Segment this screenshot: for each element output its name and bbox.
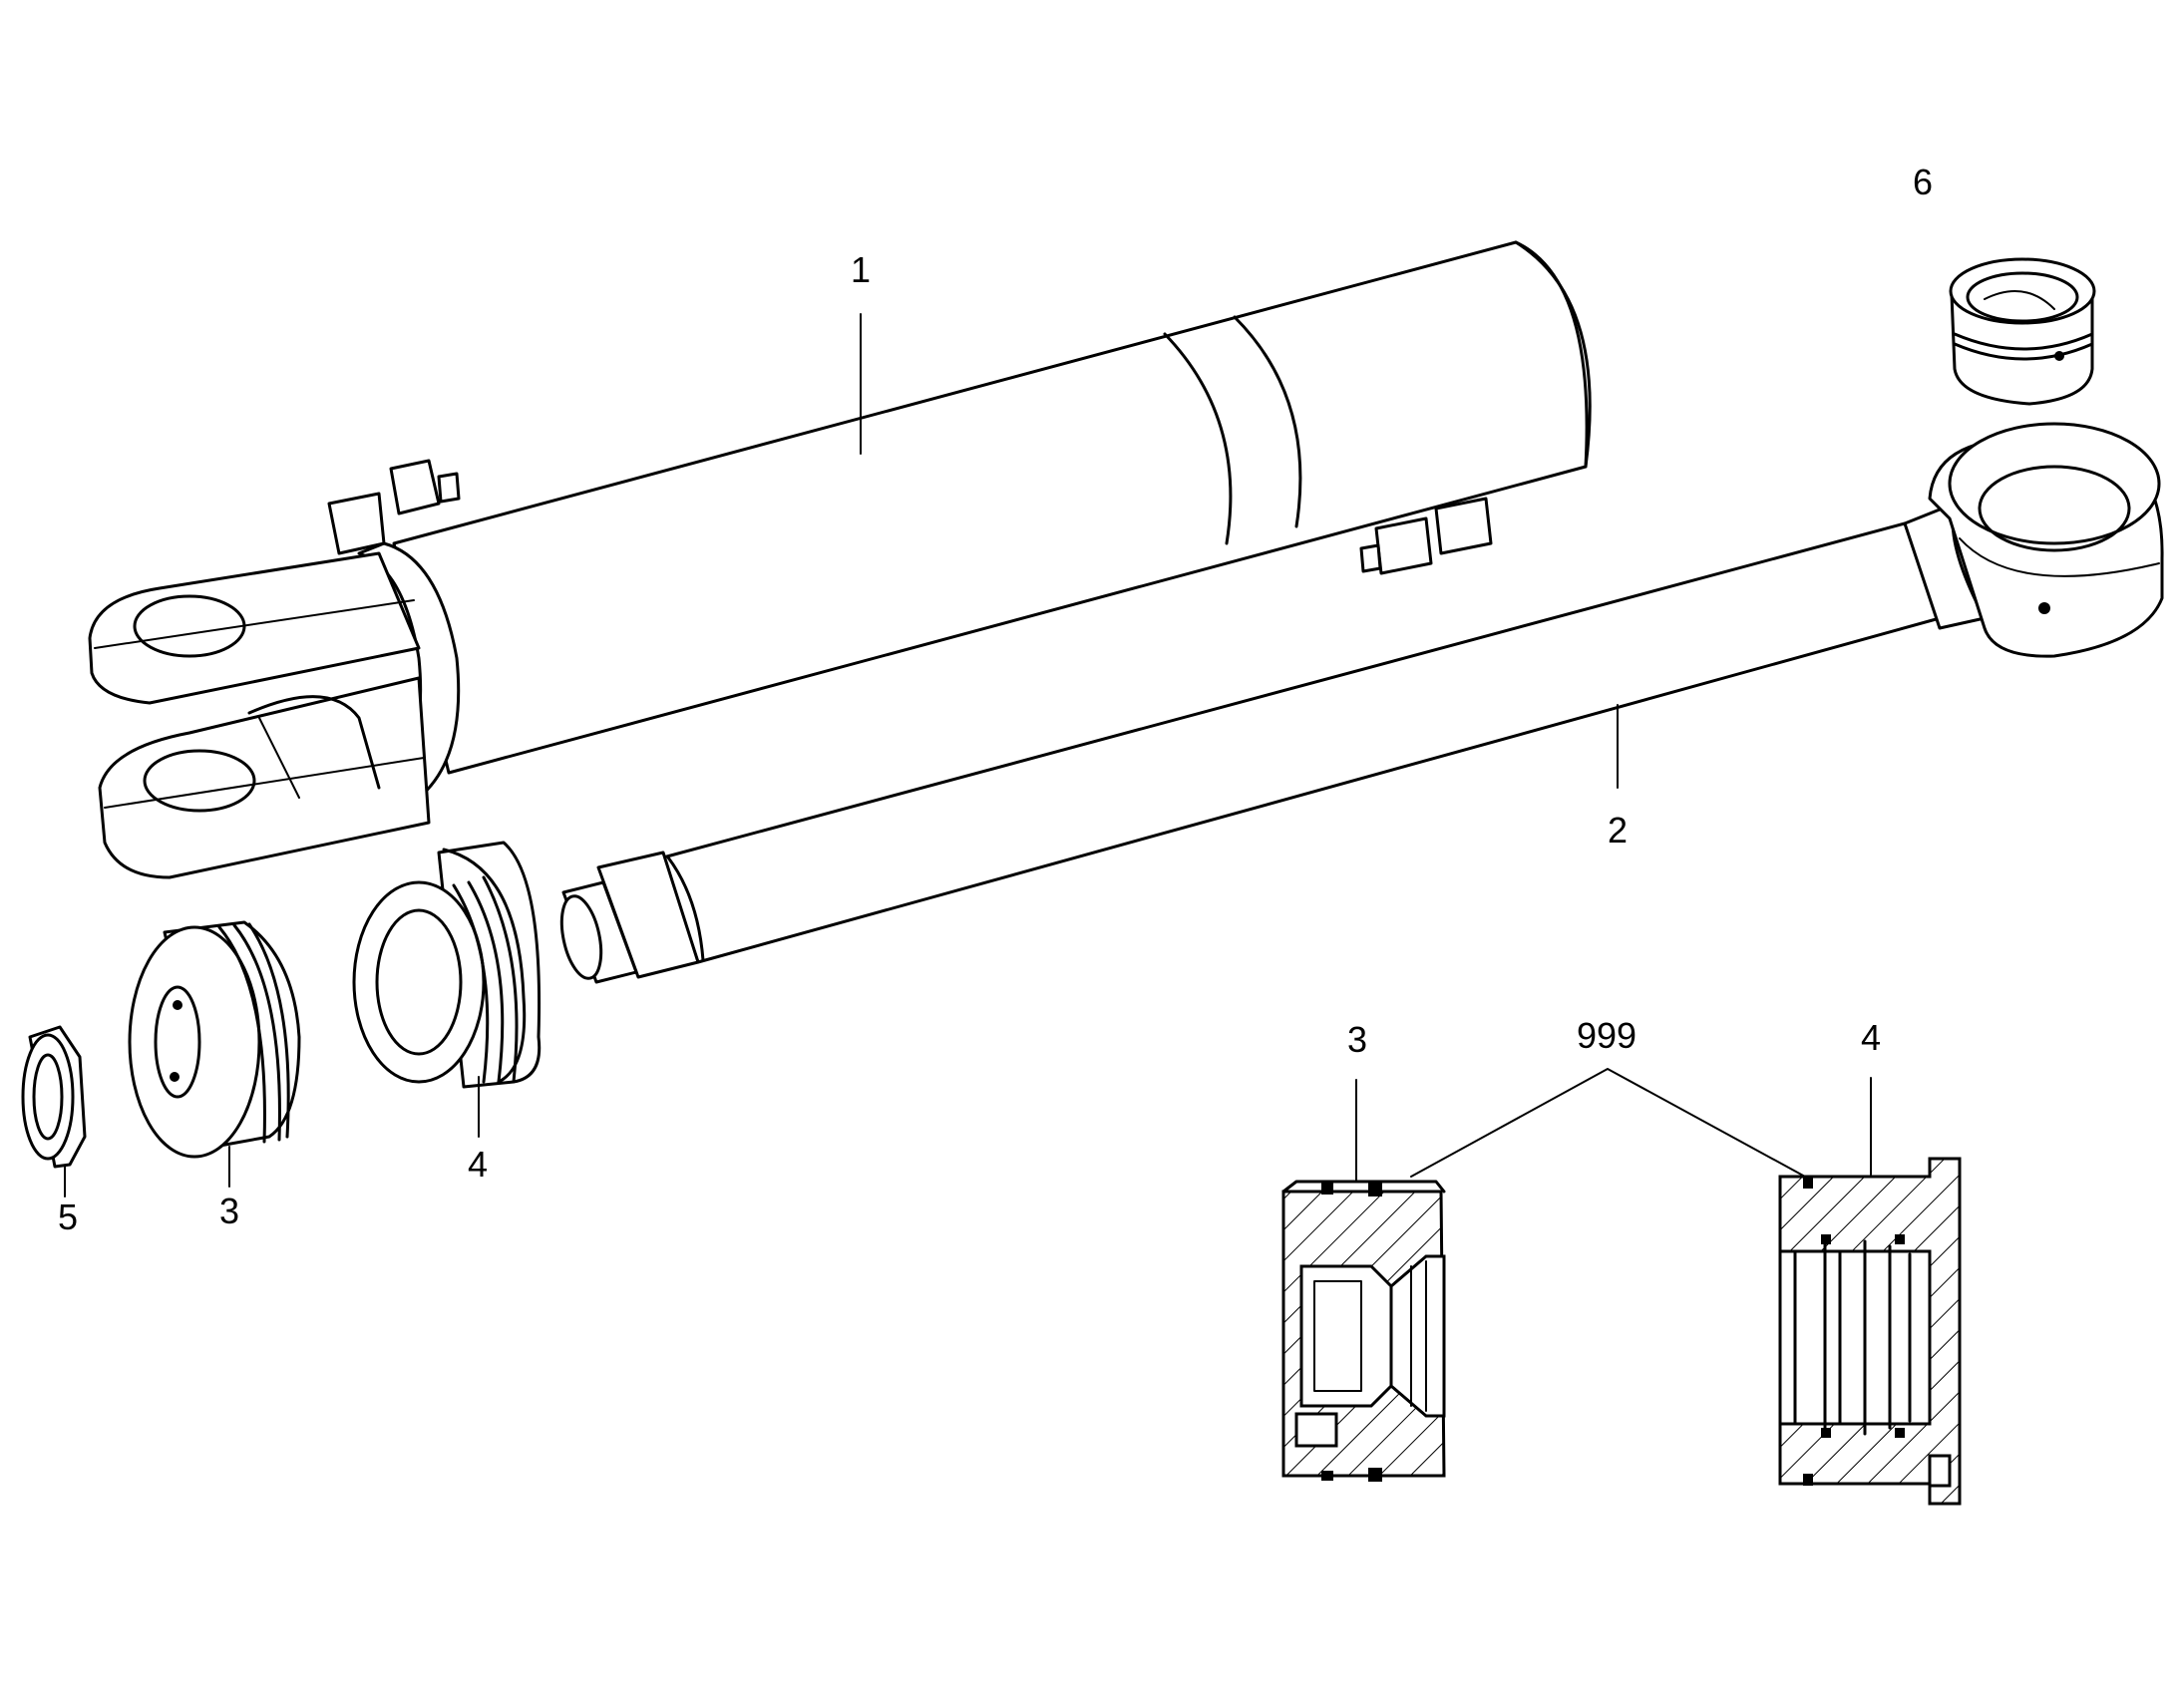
callout-5: 5: [58, 1196, 78, 1237]
callout-1: 1: [851, 249, 871, 290]
piston-rod: [559, 422, 2164, 984]
cylinder-gland: [352, 841, 542, 1089]
callout-4: 4: [468, 1144, 488, 1185]
section-view-piston: [1281, 1180, 1446, 1482]
cylinder-barrel: [88, 240, 1592, 879]
callout-section-4: 4: [1861, 1017, 1881, 1058]
piston-head: [128, 920, 301, 1159]
callout-6: 6: [1913, 162, 1933, 202]
bushing: [1949, 257, 2096, 406]
callout-999: 999: [1577, 1015, 1636, 1056]
callout-2: 2: [1608, 810, 1628, 851]
section-view-gland: [1778, 1157, 1962, 1506]
leader-line-999: [1410, 1068, 1806, 1178]
callout-3: 3: [219, 1191, 239, 1231]
callout-section-3: 3: [1347, 1019, 1367, 1060]
lock-nut: [21, 1025, 87, 1169]
